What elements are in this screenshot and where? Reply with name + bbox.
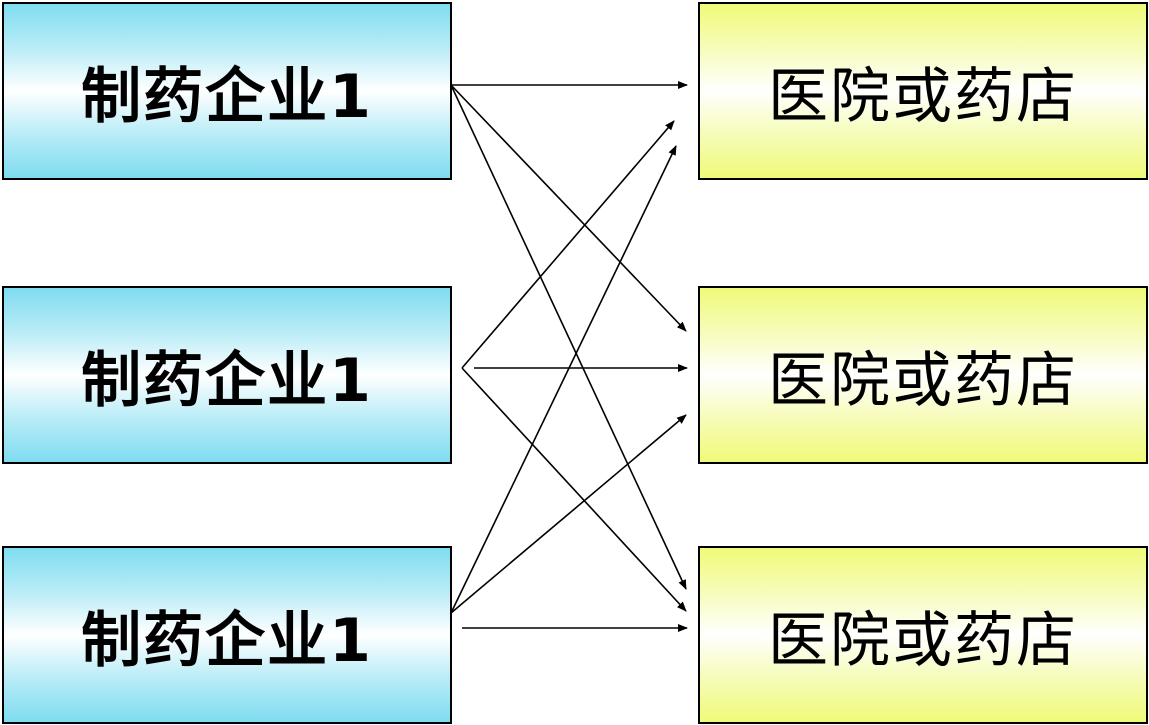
outlet-label-3: 医院或药店 [768, 605, 1078, 676]
arrow-3-to-1 [450, 145, 677, 614]
manufacturer-box-1: 制药企业1 [2, 2, 452, 180]
outlet-label-2: 医院或药店 [768, 345, 1078, 416]
outlet-box-1: 医院或药店 [698, 2, 1148, 180]
outlet-label-1: 医院或药店 [768, 61, 1078, 132]
arrow-2-to-1 [461, 120, 675, 369]
arrow-1-to-3 [450, 84, 687, 590]
arrow-1-to-2 [450, 84, 687, 332]
outlet-box-2: 医院或药店 [698, 286, 1148, 464]
arrow-3-to-2 [450, 414, 687, 614]
arrow-2-to-3 [461, 367, 687, 612]
manufacturer-label-2: 制药企业1 [81, 345, 373, 416]
manufacturer-label-3: 制药企业1 [81, 605, 373, 676]
outlet-box-3: 医院或药店 [698, 546, 1148, 724]
manufacturer-box-3: 制药企业1 [2, 546, 452, 724]
manufacturer-box-2: 制药企业1 [2, 286, 452, 464]
manufacturer-label-1: 制药企业1 [81, 61, 373, 132]
